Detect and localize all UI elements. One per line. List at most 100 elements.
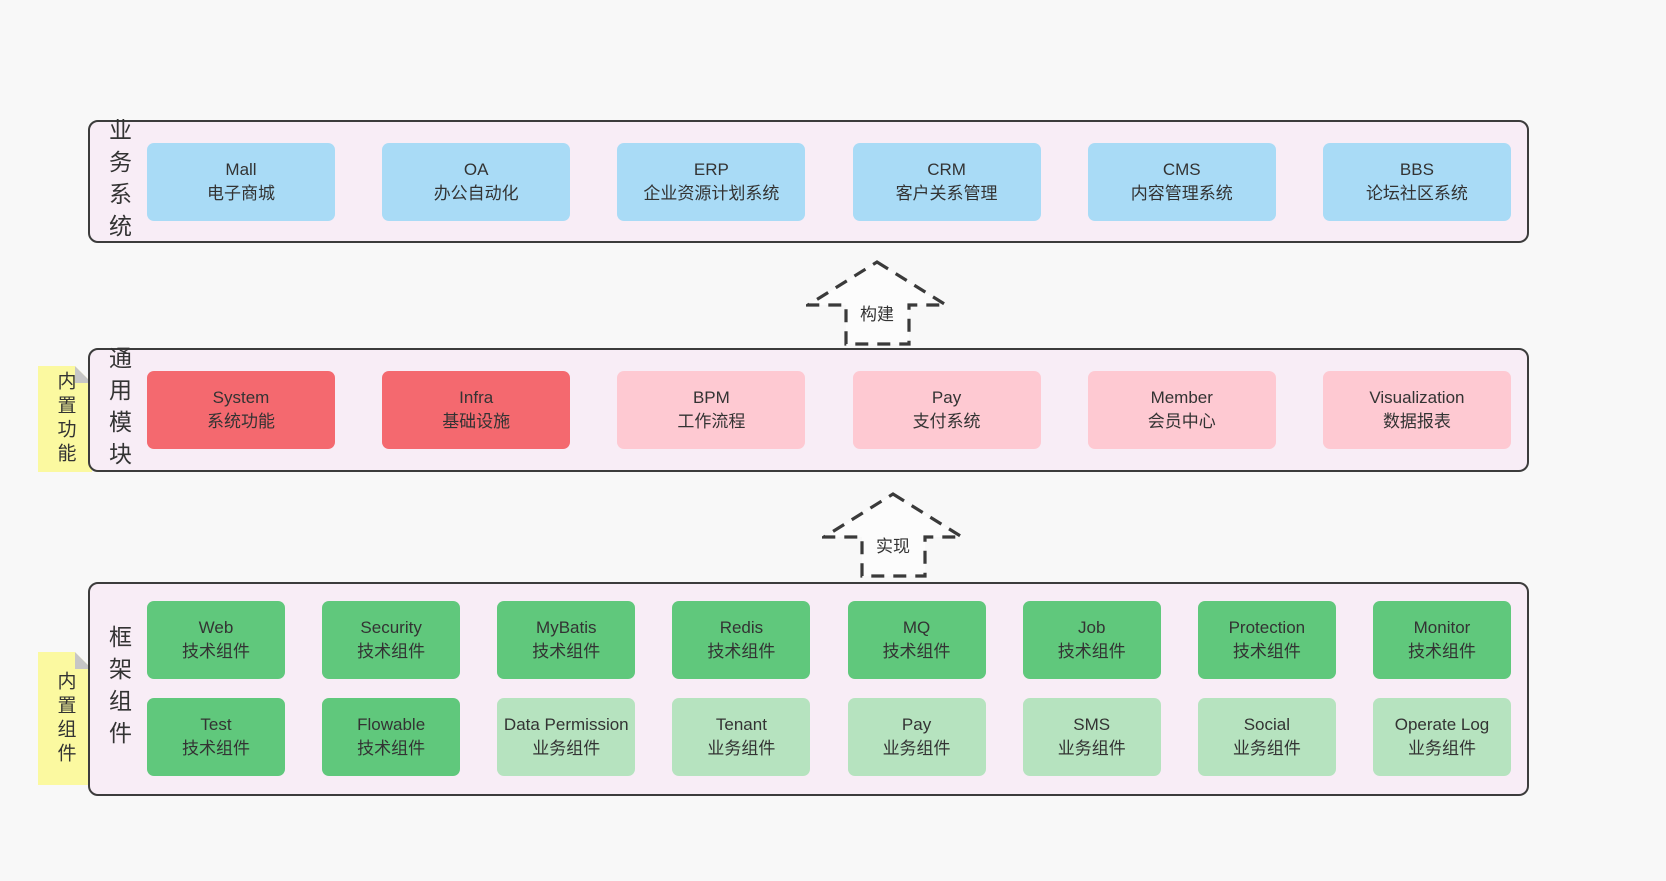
box-subtitle: 支付系统 (912, 412, 981, 431)
box-subtitle: 电子商城 (207, 183, 275, 203)
box-subtitle: 技术组件 (1057, 642, 1126, 661)
box-visualization: Visualization 数据报表 (1322, 371, 1511, 449)
box-security: Security 技术组件 (322, 601, 461, 679)
box-title: OA (463, 159, 489, 179)
box-subtitle: 工作流程 (677, 412, 746, 431)
band-label-col: 框架组件 (90, 584, 147, 794)
box-operate-log: Operate Log 业务组件 (1372, 698, 1511, 776)
band-business-label: 业务系统 (105, 117, 132, 246)
box-subtitle: 论坛社区系统 (1365, 183, 1468, 203)
box-subtitle: 办公自动化 (433, 183, 519, 203)
box-title: Infra (459, 388, 494, 407)
box-pay-biz: Pay 业务组件 (847, 698, 986, 776)
box-infra: Infra 基础设施 (382, 371, 571, 449)
arrow-implement: 实现 (822, 492, 964, 578)
band-framework-content: Web 技术组件 Security 技术组件 MyBatis 技术组件 Redi… (147, 584, 1527, 794)
box-subtitle: 业务组件 (1232, 739, 1301, 758)
box-subtitle: 技术组件 (357, 739, 426, 758)
box-mall: Mall 电子商城 (147, 142, 335, 221)
band-common-modules: 通用模块 System 系统功能 Infra 基础设施 BPM 工作流程 Pay… (88, 346, 1529, 474)
box-title: Redis (719, 618, 764, 637)
box-title: Test (200, 715, 232, 734)
box-social: Social 业务组件 (1197, 698, 1336, 776)
box-subtitle: 业务组件 (707, 739, 776, 758)
box-subtitle: 技术组件 (182, 739, 250, 758)
box-subtitle: 技术组件 (357, 642, 426, 661)
note-builtin-features-label: 内置功能 (54, 371, 76, 467)
box-title: Flowable (357, 715, 426, 734)
box-data-permission: Data Permission 业务组件 (497, 698, 636, 776)
box-pay-system: Pay 支付系统 (852, 371, 1041, 449)
box-title: Pay (931, 388, 962, 407)
box-subtitle: 技术组件 (182, 642, 250, 661)
box-title: Mall (225, 159, 257, 179)
note-builtin-components-label: 内置组件 (54, 670, 76, 767)
box-flowable: Flowable 技术组件 (322, 698, 461, 776)
box-title: Member (1150, 388, 1213, 407)
box-title: CMS (1162, 159, 1201, 179)
box-subtitle: 业务组件 (1057, 739, 1126, 758)
box-title: MQ (902, 618, 931, 637)
box-title: Monitor (1413, 618, 1471, 637)
box-title: Operate Log (1394, 715, 1490, 734)
box-system: System 系统功能 (147, 371, 335, 449)
box-crm: CRM 客户关系管理 (852, 142, 1041, 221)
box-subtitle: 技术组件 (1232, 642, 1301, 661)
box-subtitle: 技术组件 (1407, 642, 1476, 661)
box-title: CRM (927, 159, 966, 179)
box-mybatis: MyBatis 技术组件 (497, 601, 636, 679)
box-subtitle: 内容管理系统 (1130, 183, 1233, 203)
framework-row-1: Web 技术组件 Security 技术组件 MyBatis 技术组件 Redi… (147, 601, 1511, 679)
box-subtitle: 业务组件 (882, 739, 951, 758)
box-title: Visualization (1369, 388, 1465, 407)
box-subtitle: 数据报表 (1382, 412, 1451, 431)
framework-row-2: Test 技术组件 Flowable 技术组件 Data Permission … (147, 698, 1511, 776)
box-title: Web (198, 618, 234, 637)
box-title: Tenant (715, 715, 767, 734)
box-protection: Protection 技术组件 (1197, 601, 1336, 679)
band-framework-components: 框架组件 Web 技术组件 Security 技术组件 MyBatis 技术组件… (88, 582, 1529, 796)
box-subtitle: 业务组件 (532, 739, 601, 758)
box-bbs: BBS 论坛社区系统 (1322, 142, 1511, 221)
note-builtin-components: 内置组件 (38, 652, 92, 785)
band-label-col: 通用模块 (90, 346, 147, 474)
box-member: Member 会员中心 (1087, 371, 1276, 449)
box-erp: ERP 企业资源计划系统 (617, 142, 806, 221)
box-web: Web 技术组件 (147, 601, 285, 679)
box-subtitle: 业务组件 (1407, 739, 1476, 758)
box-title: Social (1243, 715, 1290, 734)
box-title: Job (1077, 618, 1106, 637)
box-title: SMS (1073, 715, 1111, 734)
box-title: Pay (901, 715, 932, 734)
box-title: Protection (1228, 618, 1306, 637)
arrow-build-label: 构建 (857, 300, 897, 325)
box-subtitle: 企业资源计划系统 (643, 183, 780, 203)
band-business-systems: 业务系统 Mall 电子商城 OA 办公自动化 ERP 企业资源计划系统 CRM… (88, 118, 1529, 246)
box-cms: CMS 内容管理系统 (1087, 142, 1276, 221)
box-title: Security (360, 618, 422, 637)
box-sms: SMS 业务组件 (1022, 698, 1161, 776)
box-test: Test 技术组件 (147, 698, 285, 776)
band-framework-label: 框架组件 (105, 625, 132, 753)
box-subtitle: 技术组件 (707, 642, 776, 661)
box-title: Data Permission (503, 715, 629, 734)
box-subtitle: 基础设施 (442, 412, 511, 431)
box-subtitle: 技术组件 (532, 642, 601, 661)
band-business-content: Mall 电子商城 OA 办公自动化 ERP 企业资源计划系统 CRM 客户关系… (147, 122, 1527, 241)
box-job: Job 技术组件 (1022, 601, 1161, 679)
box-subtitle: 会员中心 (1147, 412, 1216, 431)
box-title: ERP (693, 159, 729, 179)
box-tenant: Tenant 业务组件 (672, 698, 811, 776)
note-builtin-features: 内置功能 (38, 366, 92, 472)
box-oa: OA 办公自动化 (382, 142, 571, 221)
box-monitor: Monitor 技术组件 (1372, 601, 1511, 679)
box-mq: MQ 技术组件 (847, 601, 986, 679)
box-title: BPM (692, 388, 730, 407)
band-common-modules-content: System 系统功能 Infra 基础设施 BPM 工作流程 Pay 支付系统… (147, 350, 1527, 470)
arrow-build: 构建 (806, 260, 948, 346)
box-subtitle: 客户关系管理 (895, 183, 998, 203)
arrow-implement-label: 实现 (873, 532, 913, 557)
band-label-col: 业务系统 (90, 118, 147, 246)
box-subtitle: 系统功能 (207, 412, 275, 431)
